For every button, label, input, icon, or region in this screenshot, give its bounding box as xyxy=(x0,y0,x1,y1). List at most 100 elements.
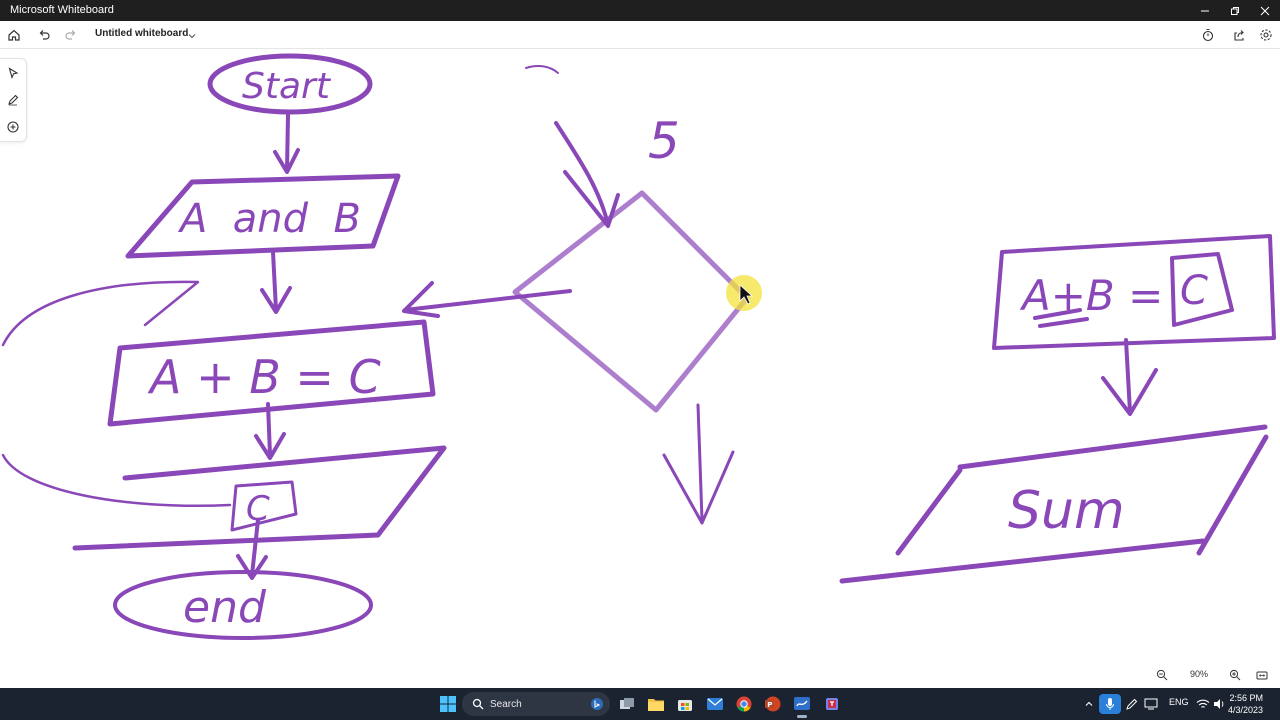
timer-button[interactable] xyxy=(1199,26,1217,44)
language-indicator[interactable]: ENG xyxy=(1169,697,1189,707)
close-button[interactable] xyxy=(1250,0,1280,21)
arrow-diamond-down xyxy=(662,403,735,525)
sum-label: Sum xyxy=(1008,481,1125,541)
start-label: Start xyxy=(242,66,332,107)
undo-icon xyxy=(39,30,50,40)
output-label: C xyxy=(246,489,270,529)
bing-icon xyxy=(591,698,603,710)
share-button[interactable] xyxy=(1230,26,1248,44)
microphone-button[interactable] xyxy=(1099,694,1121,714)
right-process-label: A+B = xyxy=(1019,271,1163,320)
pen-icon xyxy=(1126,698,1138,710)
chrome-button[interactable] xyxy=(734,694,754,714)
restore-button[interactable] xyxy=(1220,0,1250,21)
arrow-3 xyxy=(254,402,286,460)
document-title[interactable]: Untitled whiteboard xyxy=(95,28,189,39)
zoom-level[interactable]: 90% xyxy=(1189,669,1208,679)
pen-icon xyxy=(8,94,19,106)
taskbar: Search P ENG 2:56 PM 4 xyxy=(0,688,1280,720)
title-bar: Microsoft Whiteboard xyxy=(0,0,1280,21)
start-oval xyxy=(207,53,373,115)
output-c-box xyxy=(230,480,298,532)
clock[interactable]: 2:56 PM 4/3/2023 xyxy=(1228,692,1263,716)
task-view-icon xyxy=(620,698,634,709)
microphone-icon xyxy=(1106,698,1114,710)
app-toolbar: Untitled whiteboard xyxy=(0,21,1280,49)
ink-mark xyxy=(525,64,559,74)
right-underline xyxy=(1033,308,1089,328)
arrow-4 xyxy=(236,518,268,580)
restore-icon xyxy=(1231,6,1239,15)
pointer-icon xyxy=(8,67,19,79)
teams-button[interactable] xyxy=(822,694,842,714)
home-button[interactable] xyxy=(5,26,23,44)
taskbar-search[interactable]: Search xyxy=(462,692,610,716)
svg-text:P: P xyxy=(767,701,772,709)
zoom-out-button[interactable] xyxy=(1154,667,1170,683)
task-view-button[interactable] xyxy=(617,694,637,714)
clock-time: 2:56 PM xyxy=(1229,693,1264,703)
home-icon xyxy=(8,29,20,41)
pen-menu-button[interactable] xyxy=(1122,694,1142,714)
zoom-out-icon xyxy=(1156,669,1168,681)
store-icon xyxy=(678,700,692,711)
store-button[interactable] xyxy=(675,694,695,714)
file-explorer-button[interactable] xyxy=(646,694,666,714)
right-process-box xyxy=(992,234,1276,350)
add-tool[interactable] xyxy=(5,119,21,135)
teams-icon xyxy=(826,698,838,710)
title-dropdown[interactable] xyxy=(187,28,197,46)
display-button[interactable] xyxy=(1141,694,1161,714)
end-oval xyxy=(113,570,373,640)
minimize-button[interactable] xyxy=(1190,0,1220,21)
right-c-box xyxy=(1170,252,1234,327)
whiteboard-canvas[interactable]: Start A and B A + B = C C end 5 A+B = C … xyxy=(0,48,1280,688)
process-rect xyxy=(107,319,436,427)
pen-tool[interactable] xyxy=(5,92,21,108)
search-icon xyxy=(472,698,484,710)
end-label: end xyxy=(183,582,267,633)
process-label: A + B = C xyxy=(147,350,381,404)
ink-strokes xyxy=(1,53,1276,640)
arrow-into-diamond xyxy=(554,121,620,228)
arrow-2 xyxy=(260,250,292,314)
mail-icon xyxy=(707,698,723,710)
active-app-indicator xyxy=(797,715,807,718)
whiteboard-button[interactable] xyxy=(792,694,812,714)
wifi-icon xyxy=(1196,699,1210,708)
input-parallelogram xyxy=(125,173,401,259)
loop-arc xyxy=(1,280,232,507)
window-title: Microsoft Whiteboard xyxy=(10,4,114,16)
share-icon xyxy=(1234,30,1244,41)
output-parallelogram xyxy=(72,445,447,551)
powerpoint-icon: P xyxy=(765,696,781,712)
start-button[interactable] xyxy=(438,694,458,714)
search-label: Search xyxy=(490,698,522,710)
zoom-in-icon xyxy=(1229,669,1241,681)
network-button[interactable] xyxy=(1193,694,1213,714)
speaker-icon xyxy=(1214,699,1224,709)
select-tool[interactable] xyxy=(5,65,21,81)
add-icon xyxy=(7,121,19,133)
undo-button[interactable] xyxy=(35,26,53,44)
cursor-icon xyxy=(739,284,754,305)
arrow-right-down xyxy=(1101,338,1158,416)
mail-button[interactable] xyxy=(705,694,725,714)
input-label: A and B xyxy=(177,196,361,242)
redo-button[interactable] xyxy=(62,26,80,44)
fit-screen-icon xyxy=(1256,671,1268,680)
fit-to-screen-button[interactable] xyxy=(1254,667,1270,683)
close-icon xyxy=(1260,6,1270,15)
tray-overflow-button[interactable] xyxy=(1079,694,1099,714)
volume-button[interactable] xyxy=(1210,694,1230,714)
settings-button[interactable] xyxy=(1257,26,1275,44)
folder-icon xyxy=(648,699,664,711)
timer-icon xyxy=(1202,28,1214,42)
zoom-in-button[interactable] xyxy=(1227,667,1243,683)
sum-parallelogram xyxy=(839,424,1269,584)
decision-diamond xyxy=(512,190,750,413)
monitor-icon xyxy=(1144,698,1158,710)
chevron-down-icon xyxy=(188,34,196,39)
powerpoint-button[interactable]: P xyxy=(763,694,783,714)
chrome-icon xyxy=(736,696,752,712)
